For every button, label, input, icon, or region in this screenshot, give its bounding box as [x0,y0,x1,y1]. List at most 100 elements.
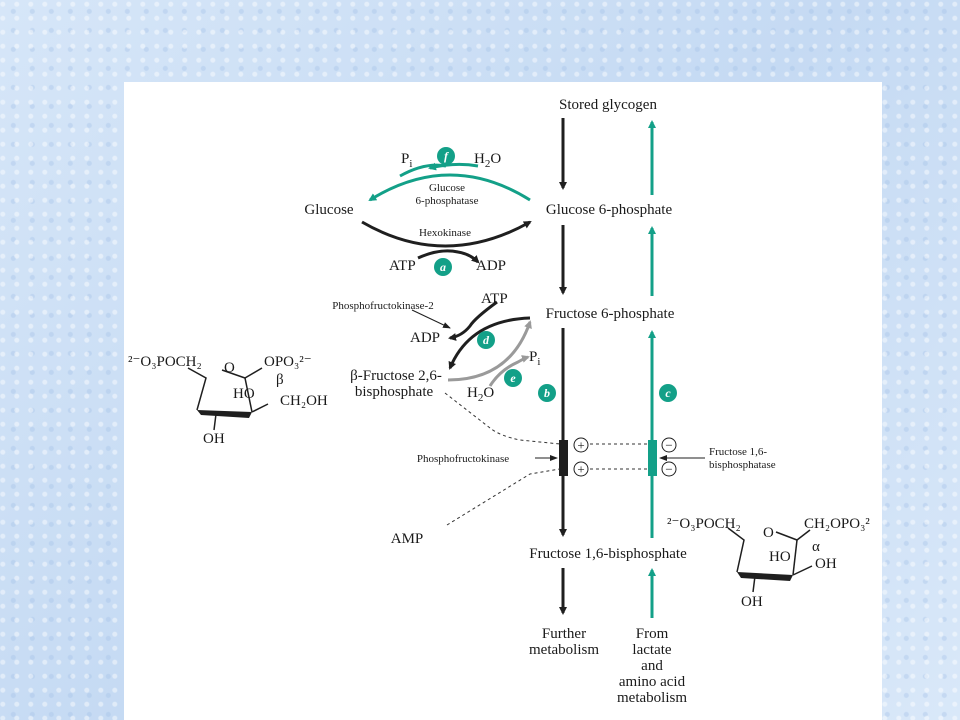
badge-b [538,384,556,402]
f16bp-ring-top [775,531,798,541]
badge-e-label: e [510,371,516,385]
regulation-lines [444,392,650,526]
cofactor-h2o-top: H2O [474,151,501,170]
enzyme-fbpase-line1: Fructose 1,6- [709,446,767,458]
f26bp-ring-right [244,377,253,413]
f16bp-left-group: ²⁻O₃POCH₂ [667,516,741,532]
f26bp-left-group: ²⁻O₃POCH₂ [128,354,202,370]
fbpase-enzyme-block [648,440,657,476]
f16bp-ring-left [727,527,745,573]
pfk2-pointer [411,309,451,329]
plus-sign-top: + [577,438,584,453]
label-lactate: lactate [632,642,671,658]
enzyme-hexokinase: Hexokinase [419,227,471,239]
f26bp-structure [187,367,269,431]
amp-regulation-line [446,468,561,526]
f16bp-oh-bottom: OH [741,594,763,610]
arrow-atp-adp [417,249,480,264]
f16bp-oh-right: OH [815,556,837,572]
pfk2-cycle [411,300,532,387]
label-glucose: Glucose [304,202,353,218]
enzyme-g6pase-line1: Glucose [429,182,465,194]
arrow-hexokinase [361,220,532,248]
pfk-enzyme-block [559,440,568,476]
minus-circle-bottom [661,461,677,477]
badge-c [659,384,677,402]
gluconeogenesis-arrows [648,120,657,618]
label-fructose-16-bisphosphate: Fructose 1,6-bisphosphate [529,546,687,562]
minus-circle-top [661,437,677,453]
minus-sign-bottom: − [665,462,672,477]
f16bp-oh-right-bond [792,565,813,576]
badge-a [434,258,452,276]
label-f26bp-line1: β-Fructose 2,6- [350,368,442,384]
f26bp-ch2oh-bond [251,403,269,413]
badge-c-label: c [665,386,671,400]
f26bp-right-group: OPO₃²⁻ [264,354,312,370]
plus-sign-bottom: + [577,462,584,477]
arrow-fbpase2 [447,320,532,382]
badge-e [504,369,522,387]
plus-circle-bottom [573,461,589,477]
label-from: From [636,626,669,642]
f26bp-opo3-bond [244,367,263,379]
glycolysis-arrows [559,118,568,615]
f26bp-ring-top [221,369,246,379]
label-f26bp-line2: bisphosphate [355,384,434,400]
arrow-glucose-6-phosphatase [368,173,531,202]
f16bp-ring-o: O [763,525,774,541]
f16bp-structure [727,527,813,593]
cofactor-pi-top: Pi [401,151,412,170]
f16bp-ring-bottom [737,572,793,581]
diagram-panel: + + − − f a d e b c Stored glycogen Gluc… [124,82,882,720]
f16bp-oh-bond [752,575,756,593]
f26bp-ring-o: O [224,360,235,376]
cofactor-atp-bottom: ATP [389,258,416,274]
step-badges: f a d e b c [434,147,677,402]
f16bp-ho: HO [769,549,791,565]
label-further: Further [542,626,586,642]
label-amino-acid: amino acid [619,674,686,690]
cofactor-adp-bottom: ADP [476,258,506,274]
glucose-loop [361,162,532,264]
cofactor-adp-pfk2: ADP [410,330,440,346]
badge-b-label: b [544,386,550,400]
label-and: and [641,658,663,674]
pathway-diagram: + + − − f a d e b c Stored glycogen Gluc… [128,97,870,706]
badge-d [477,331,495,349]
label-metabolism-2: metabolism [617,690,687,706]
f16bp-alpha: α [812,539,820,555]
f26bp-oh-bond [213,413,217,431]
badge-f-label: f [444,149,449,163]
cofactor-h2o-fbpase2: H2O [467,385,494,404]
arrow-h2o-in [428,162,479,171]
regulation-signs: + + − − [573,437,677,477]
enzyme-fbpase-line2: bisphosphatase [709,459,776,471]
f26bp-ring-bottom [197,410,252,418]
arrow-pfk2 [448,316,531,370]
label-stored-glycogen: Stored glycogen [559,97,657,113]
enzyme-g6pase-line2: 6-phosphatase [416,195,479,207]
arrow-atp-to-adp-pfk2 [448,300,498,341]
f26bp-oh: OH [203,431,225,447]
badge-f [437,147,455,165]
arrow-h2o-pi-fbpase2 [488,355,530,387]
label-fructose-6-phosphate: Fructose 6-phosphate [546,306,675,322]
label-amp: AMP [391,531,424,547]
f16bp-ch2-bond [796,529,811,541]
f16bp-ring-right [792,539,798,576]
label-metabolism: metabolism [529,642,599,658]
f26bp-ring-left [187,367,207,411]
label-glucose-6-phosphate: Glucose 6-phosphate [546,202,673,218]
badge-d-label: d [483,333,490,347]
plus-circle-top [573,437,589,453]
badge-a-label: a [440,260,446,274]
f26bp-ch2oh: CH₂OH [280,393,328,409]
minus-sign-top: − [665,438,672,453]
enzyme-pfk2: Phosphofructokinase-2 [332,300,433,312]
f26bp-ho: HO [233,386,255,402]
cofactor-atp-pfk2: ATP [481,291,508,307]
f26bp-beta: β [276,372,284,388]
cofactor-pi-fbpase2: Pi [529,349,540,368]
f16bp-right-group: CH₂OPO₃² [804,516,870,532]
